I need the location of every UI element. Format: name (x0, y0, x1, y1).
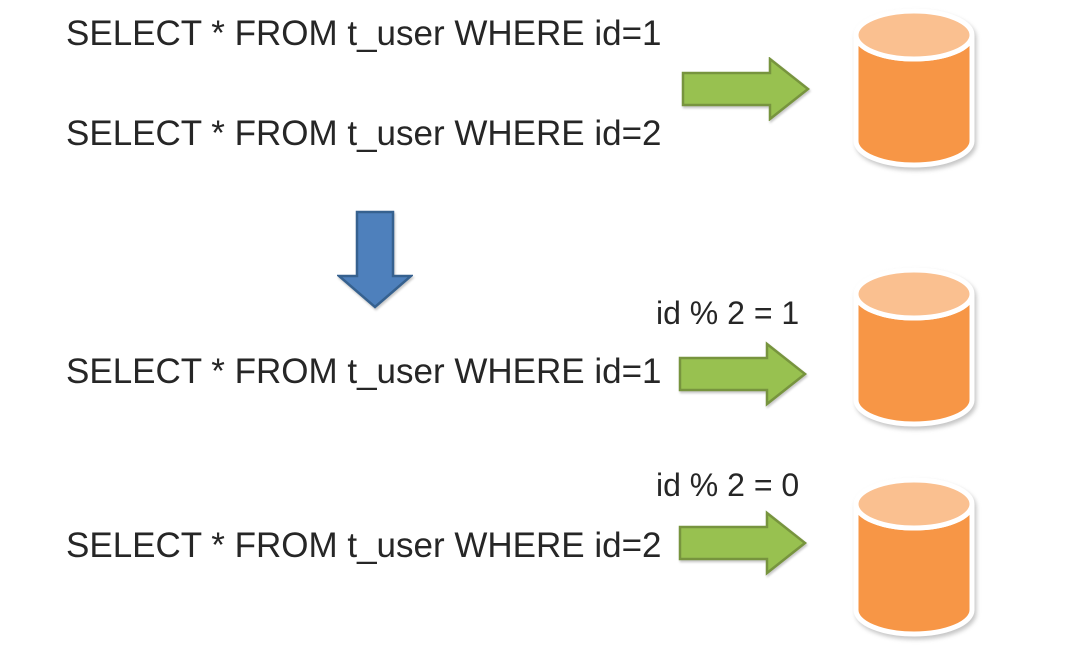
database-cylinder-icon (853, 8, 975, 168)
database-cylinder-icon (853, 477, 975, 637)
sql-query-original-1: SELECT * FROM t_user WHERE id=1 (66, 14, 662, 53)
sql-query-original-2: SELECT * FROM t_user WHERE id=2 (66, 114, 662, 153)
right-arrow-icon (681, 57, 811, 121)
route-condition-1: id % 2 = 1 (656, 295, 800, 331)
route-condition-2: id % 2 = 0 (656, 467, 800, 503)
right-arrow-icon (678, 341, 808, 407)
sql-query-routed-2: SELECT * FROM t_user WHERE id=2 (66, 526, 662, 565)
database-cylinder-icon (853, 267, 975, 427)
right-arrow-icon (678, 510, 808, 576)
sql-query-routed-1: SELECT * FROM t_user WHERE id=1 (66, 352, 662, 391)
down-arrow-icon (337, 210, 413, 309)
